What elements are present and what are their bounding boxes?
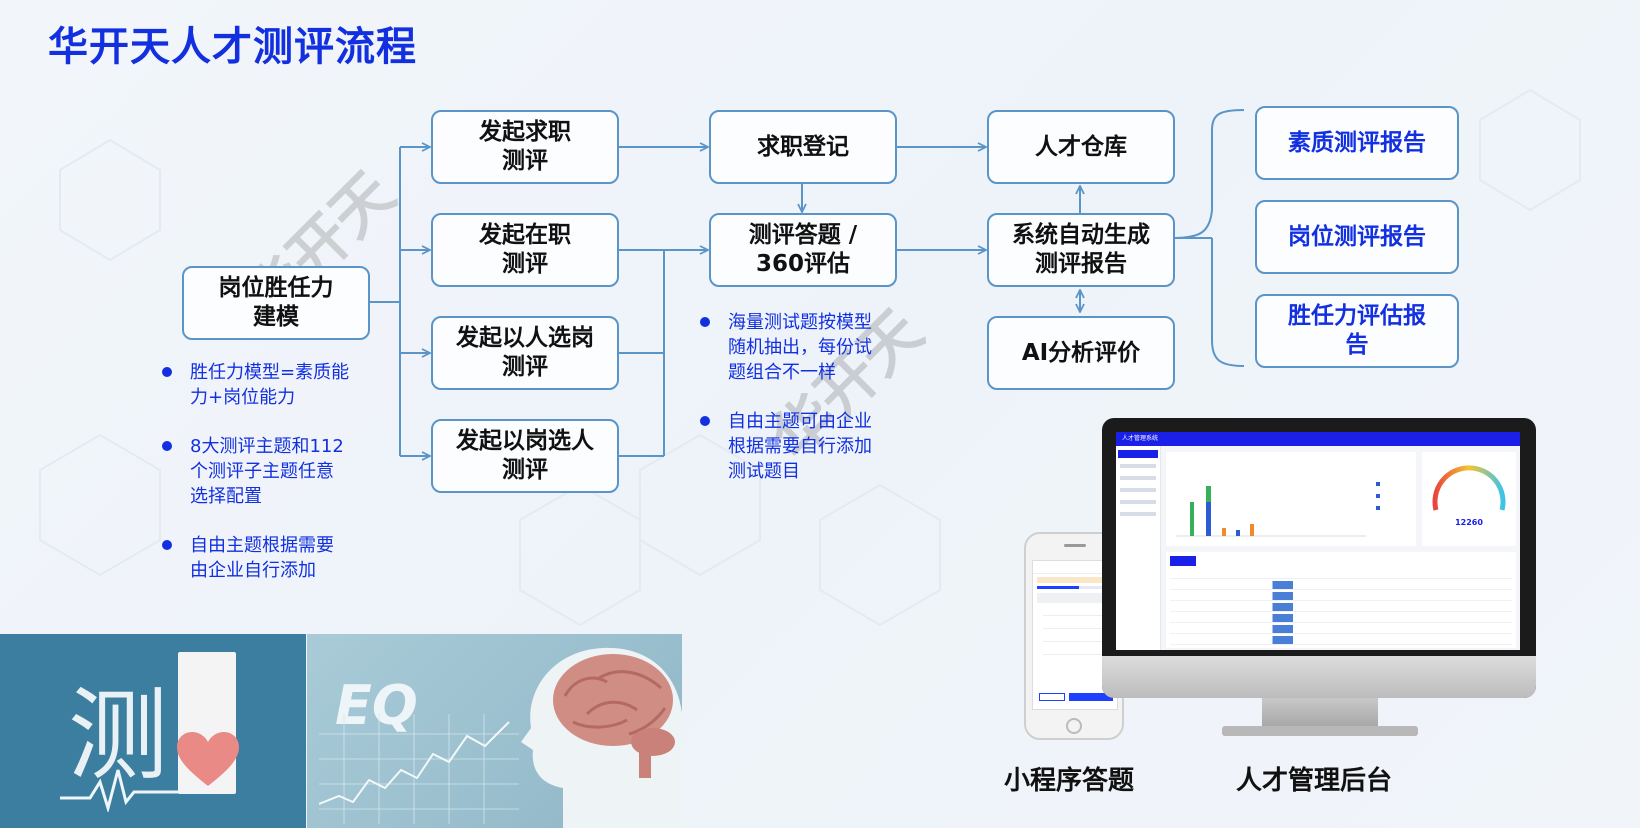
node-talent-pool: 人才仓库: [987, 110, 1175, 184]
admin-sidebar-active-item: [1118, 450, 1158, 458]
phone-notice-bar: [1037, 577, 1113, 583]
admin-sidebar-item: [1120, 512, 1156, 516]
admin-title: 人才管理系统: [1122, 435, 1159, 442]
phone-header-bar: [1033, 561, 1117, 574]
admin-bar-chart: [1176, 482, 1380, 537]
admin-sidebar: [1116, 446, 1161, 650]
admin-table-row: [1170, 614, 1512, 623]
report-quality-label: 素质测评报告: [1288, 129, 1426, 156]
node-person-to-post-label: 发起以人选岗 测评: [456, 325, 594, 380]
eq-brain-photo: EQ: [307, 634, 682, 828]
admin-chart-panel: [1166, 452, 1416, 546]
left-bullet-item: 自由主题根据需要 由企业自行添加: [160, 533, 400, 583]
middle-bullet-item: 海量测试题按模型 随机抽出，每份试 题组合不一样: [698, 310, 938, 385]
phone-next-button: [1069, 693, 1113, 701]
phone-progress-bar: [1037, 586, 1113, 589]
node-competency-modeling-label: 岗位胜任力 建模: [218, 275, 334, 330]
admin-table-toolbar: [1170, 556, 1512, 566]
node-auto-report: 系统自动生成 测评报告: [987, 213, 1175, 287]
admin-table-row: [1170, 625, 1512, 634]
growth-chart-icon: [319, 714, 519, 824]
admin-sidebar-item: [1120, 464, 1156, 468]
node-talent-pool-label: 人才仓库: [1035, 133, 1127, 160]
node-incumbent-eval-label: 发起在职 测评: [479, 222, 571, 277]
phone-option: [1043, 646, 1113, 655]
phone-question: [1037, 593, 1113, 603]
node-answering-label: 测评答题 / 360评估: [748, 222, 858, 277]
admin-table-row: [1170, 570, 1512, 579]
node-jobseeker-eval: 发起求职 测评: [431, 110, 619, 184]
phone-label: 小程序答题: [1004, 766, 1135, 796]
node-competency-modeling: 岗位胜任力 建模: [182, 266, 370, 340]
node-post-to-person-label: 发起以岗选人 测评: [456, 428, 594, 483]
report-competency: 胜任力评估报 告: [1255, 294, 1459, 368]
report-position-label: 岗位测评报告: [1288, 223, 1426, 250]
assessment-photo: 测: [0, 634, 306, 828]
node-person-to-post: 发起以人选岗 测评: [431, 316, 619, 390]
monitor-base: [1222, 726, 1418, 736]
node-registration: 求职登记: [709, 110, 897, 184]
admin-table-tab: [1170, 556, 1196, 566]
report-position: 岗位测评报告: [1255, 200, 1459, 274]
heart-icon: [177, 732, 239, 786]
monitor-label: 人才管理后台: [1236, 766, 1393, 796]
monitor-stand: [1262, 698, 1378, 728]
phone-option: [1043, 607, 1113, 616]
monitor-screen: 人才管理系统: [1116, 432, 1520, 650]
node-incumbent-eval: 发起在职 测评: [431, 213, 619, 287]
brain-head-icon: [521, 647, 682, 828]
node-auto-report-label: 系统自动生成 测评报告: [1012, 222, 1150, 277]
left-bullet-item: 8大测评主题和112 个测评子主题任意 选择配置: [160, 434, 400, 509]
monitor-mockup: 人才管理系统: [1102, 418, 1536, 698]
admin-table-row: [1170, 592, 1512, 601]
admin-table-row: [1170, 581, 1512, 590]
node-answering: 测评答题 / 360评估: [709, 213, 897, 287]
report-competency-label: 胜任力评估报 告: [1288, 303, 1426, 358]
admin-top-bar: 人才管理系统: [1116, 432, 1520, 446]
phone-prev-button: [1039, 693, 1065, 701]
gauge-value: 12260: [1455, 518, 1483, 527]
admin-sidebar-item: [1120, 488, 1156, 492]
page-title: 华开天人才测评流程: [48, 24, 417, 70]
middle-bullet-list: 海量测试题按模型 随机抽出，每份试 题组合不一样 自由主题可由企业 根据需要自行…: [698, 310, 938, 508]
admin-gauge-panel: 12260: [1422, 452, 1516, 546]
admin-table-panel: [1166, 552, 1516, 648]
admin-table-row: [1170, 636, 1512, 645]
phone-option: [1043, 620, 1113, 629]
gauge-icon: [1432, 465, 1506, 511]
admin-sidebar-item: [1120, 476, 1156, 480]
left-bullet-item: 胜任力模型=素质能 力+岗位能力: [160, 360, 400, 410]
left-bullet-list: 胜任力模型=素质能 力+岗位能力 8大测评主题和112 个测评子主题任意 选择配…: [160, 360, 400, 607]
phone-option: [1043, 633, 1113, 642]
node-ai-analysis: AI分析评价: [987, 316, 1175, 390]
node-post-to-person: 发起以岗选人 测评: [431, 419, 619, 493]
node-ai-analysis-label: AI分析评价: [1021, 339, 1141, 366]
report-quality: 素质测评报告: [1255, 106, 1459, 180]
middle-bullet-item: 自由主题可由企业 根据需要自行添加 测试题目: [698, 409, 938, 484]
monitor-chin: [1102, 656, 1536, 698]
admin-sidebar-item: [1120, 500, 1156, 504]
heartbeat-line-icon: [60, 769, 210, 812]
node-registration-label: 求职登记: [757, 133, 849, 160]
phone-progress-fill: [1037, 586, 1079, 589]
admin-table-row: [1170, 603, 1512, 612]
phone-home-button: [1066, 718, 1082, 734]
node-jobseeker-eval-label: 发起求职 测评: [479, 119, 571, 174]
eq-text: EQ: [335, 674, 418, 737]
phone-speaker: [1064, 544, 1086, 547]
